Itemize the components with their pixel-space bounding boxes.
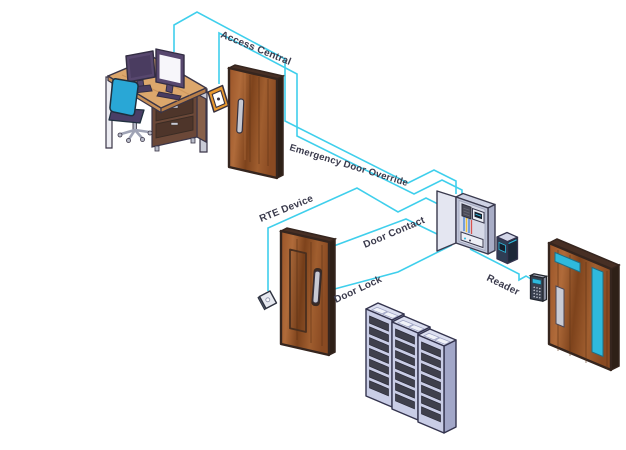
emergency-door-override-label: Emergency Door Override: [288, 142, 409, 189]
reader-label: Reader: [485, 273, 521, 298]
right-door-illustration: [547, 238, 621, 372]
middle-door-illustration: [278, 227, 338, 357]
access-central-line: [173, 11, 457, 194]
door-push-plate: [555, 285, 565, 328]
admin-workstation: [105, 48, 208, 153]
access-central-label: Access Central: [219, 30, 293, 68]
server-racks: [365, 302, 457, 434]
emergency-override-button-icon: [207, 84, 230, 113]
reader-keypad: [533, 286, 541, 299]
emergency-door-override-line: [218, 31, 463, 199]
door-lock-label: Door Lock: [333, 274, 384, 306]
door-window-tall: [591, 266, 604, 358]
door-window-top: [554, 251, 581, 273]
door-contact-label: Door Contact: [362, 215, 427, 251]
monitor-front-icon: [155, 48, 185, 101]
card-reader-icon: [528, 273, 549, 303]
door-lock-handle-icon: [312, 270, 321, 304]
door-lock-line: [326, 244, 453, 292]
rte-device-line: [267, 187, 441, 291]
power-supply-icon: [496, 231, 519, 265]
left-door-illustration: [226, 64, 286, 180]
door-contact-line: [330, 218, 438, 248]
access-control-panel-icon: [436, 190, 496, 255]
office-chair-icon: [108, 78, 153, 143]
reader-line: [469, 248, 532, 282]
door-handle-icon: [236, 98, 245, 134]
server-rack-icon: [417, 328, 457, 434]
connection-lines: [173, 11, 532, 292]
rte-button-icon: [257, 290, 278, 311]
door-panel-inset: [289, 248, 307, 333]
